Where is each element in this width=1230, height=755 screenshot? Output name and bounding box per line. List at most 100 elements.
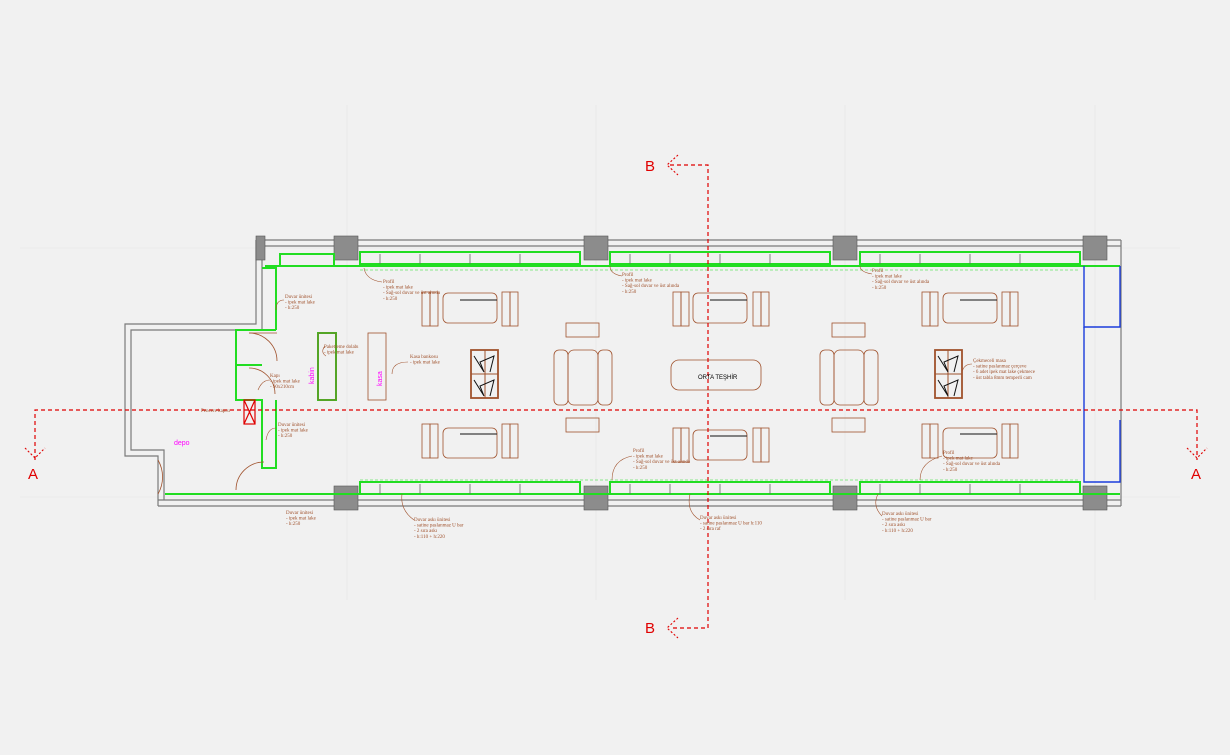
column: [1082, 485, 1108, 511]
annotation-note: Çekmeceli masa- satine paslanmaz çerçeve…: [973, 359, 1036, 381]
room-label-depo: depo: [174, 440, 190, 447]
column: [583, 235, 609, 261]
annotation-note-line: Duvar askı ünitesi: [700, 516, 737, 521]
door-icon: [248, 367, 276, 395]
annotation-note-line: - Sağ-sol duvar ve üst alında: [383, 291, 441, 296]
column: [832, 485, 858, 511]
annotation-note-line: Profil: [622, 273, 634, 278]
annotation-note: Profil- ipek mat lake- Sağ-sol duvar ve …: [383, 280, 441, 302]
section-marker-b-top: B: [645, 158, 655, 175]
annotation-note-line: - satine paslanmaz U bar h:110: [700, 522, 762, 527]
annotation-note-line: - h:250: [383, 297, 398, 302]
annotation-note-line: - h:250: [622, 290, 637, 295]
annotation-note-line: - Sağ-sol duvar ve üst alında: [872, 280, 930, 285]
annotation-note-line: Çekmeceli masa: [973, 359, 1007, 364]
annotation-note-line: - ipek mat lake: [286, 517, 317, 522]
packing-cabinet: [317, 332, 337, 401]
annotation-note-line: - satine paslanmaz U bar: [414, 524, 464, 529]
annotation-note-line: - 6 adet ipek mat lake çekmece: [973, 370, 1036, 375]
annotation-note: Kapı- ipek mat lake- 90x210cm: [270, 374, 301, 390]
background-grid: [20, 105, 1180, 600]
annotation-note-line: Duvar ünitesi: [285, 295, 313, 300]
annotation-note-line: Profil: [383, 280, 395, 285]
table-top-lines: [460, 299, 997, 437]
door-swing-icons: [157, 332, 278, 495]
section-arrow-icons: [24, 154, 1208, 639]
annotation-note-line: - h:250: [278, 434, 293, 439]
annotation-note-line: Profil: [943, 451, 955, 456]
annotation-note-line: - ipek mat lake: [872, 275, 903, 280]
annotation-note-line: - h:250: [633, 466, 648, 471]
annotation-note-line: - h:250: [943, 468, 958, 473]
section-marker-a-left: A: [28, 466, 38, 483]
annotation-note-line: Kasa bankosu: [410, 355, 438, 360]
annotation-note: Duvar askı ünitesi- satine paslanmaz U b…: [700, 516, 762, 532]
section-arrow-icon: [666, 617, 679, 639]
annotation-note-line: - satine paslanmaz U bar: [882, 518, 932, 523]
annotation-note-line: - ipek mat lake: [285, 301, 316, 306]
annotation-note: Paketleme dolabı- ipek mat lake: [324, 345, 359, 356]
room-label-kabin: kabin: [309, 367, 316, 384]
annotation-note-line: Profil: [872, 269, 884, 274]
annotation-note-line: Duvar askı ünitesi: [882, 512, 919, 517]
annotation-note-line: - h:250: [286, 522, 301, 527]
annotation-note-line: - ipek mat lake: [943, 457, 974, 462]
section-line-a: [34, 409, 1198, 460]
shopfront-glazing: [1083, 266, 1121, 483]
annotation-note-line: Duvar askı ünitesi: [414, 518, 451, 523]
door-icon: [157, 459, 163, 495]
annotation-note-line: - 90x210cm: [270, 385, 294, 390]
shelf-dividers: [379, 254, 1021, 494]
annotation-note-line: - ipek mat lake: [633, 455, 664, 460]
annotation-note-line: - satine paslanmaz çerçeve: [973, 365, 1027, 370]
fire-door-icon: [243, 399, 256, 425]
annotation-note-line: - ipek mat lake: [622, 279, 653, 284]
column: [832, 235, 858, 261]
display-furniture: [421, 291, 1019, 463]
note-leaders: [257, 265, 973, 521]
annotation-note-line: - ipek mat lake: [270, 380, 301, 385]
annotation-note-line: - üst tabla 8mm temperli cam: [973, 376, 1032, 381]
annotation-note-line: - h:250: [872, 286, 887, 291]
column: [255, 235, 266, 261]
annotation-note: Kasa bankosu- ipek mat lake: [410, 355, 441, 366]
annotation-note: Profil- ipek mat lake- Sağ-sol duvar ve …: [872, 269, 930, 291]
column: [333, 235, 359, 261]
column: [1082, 235, 1108, 261]
annotation-note-line: - 2 sıra askı: [882, 523, 906, 528]
section-marker-a-right: A: [1191, 466, 1201, 483]
section-arrow-icon: [1186, 447, 1208, 459]
annotation-note: Profil- ipek mat lake- Sağ-sol duvar ve …: [943, 451, 1001, 473]
annotation-note-line: Pencere kapısı: [201, 409, 231, 414]
section-line-b: [670, 164, 709, 629]
annotation-note: Profil- ipek mat lake- Sağ-sol duvar ve …: [622, 273, 680, 295]
counters: [317, 332, 387, 401]
annotation-note-line: - Sağ-sol duvar ve üst alında: [622, 284, 680, 289]
column: [583, 485, 609, 511]
annotation-note-line: - ipek mat lake: [278, 429, 309, 434]
section-marker-b-bottom: B: [645, 620, 655, 637]
display-table-icon: [470, 349, 499, 399]
display-table-icon: [934, 349, 963, 399]
room-label-kasa: kasa: [377, 371, 384, 386]
outer-walls: [124, 239, 1122, 507]
annotation-note-line: - h:110 + h:220: [414, 535, 445, 540]
annotation-note-line: Duvar ünitesi: [286, 511, 314, 516]
annotation-note: Duvar askı ünitesi- satine paslanmaz U b…: [882, 512, 932, 534]
column: [333, 485, 359, 511]
annotation-note-line: - 2 sıra raf: [700, 527, 721, 532]
section-arrow-icon: [24, 447, 46, 459]
annotation-note-line: - Sağ-sol duvar ve üst alında: [633, 460, 691, 465]
annotation-note-line: Duvar ünitesi: [278, 423, 306, 428]
room-label-center: ORTA TEŞHİR: [698, 374, 738, 381]
annotation-note-line: - ipek mat lake: [324, 351, 355, 356]
annotation-note-line: - h:250: [285, 306, 300, 311]
annotation-note-line: - ipek mat lake: [410, 361, 441, 366]
annotation-note-line: Paketleme dolabı: [324, 345, 359, 350]
annotation-note-line: Profil: [633, 449, 645, 454]
annotation-note: Duvar ünitesi- ipek mat lake- h:250: [286, 511, 317, 527]
door-icon: [235, 461, 265, 491]
annotation-note-line: - Sağ-sol duvar ve üst alında: [943, 462, 1001, 467]
annotation-notes: Duvar ünitesi- ipek mat lake- h:250Profi…: [201, 269, 1036, 540]
